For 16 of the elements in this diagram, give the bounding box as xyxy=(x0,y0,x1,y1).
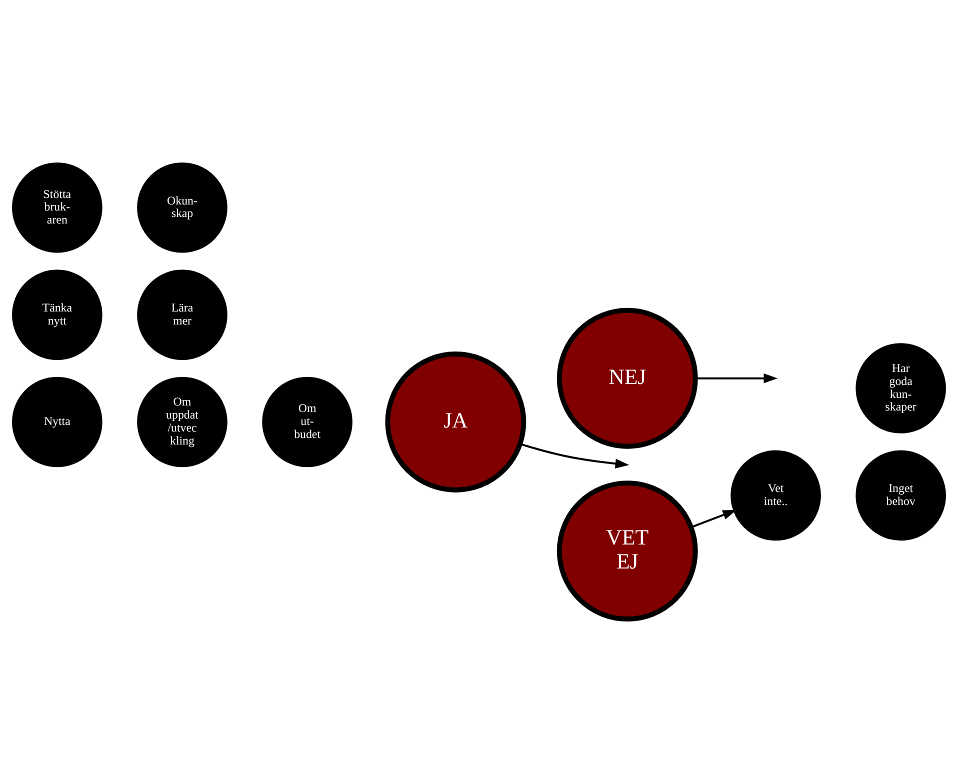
node-circle: Stötta bruk- aren xyxy=(12,162,102,252)
arrow xyxy=(520,442,630,468)
node-circle: Okun- skap xyxy=(137,162,228,252)
node-circle: NEJ xyxy=(556,307,698,448)
node-circle: Vet inte.. xyxy=(730,450,821,540)
node-circle: Tänka nytt xyxy=(12,269,102,360)
node-circle: Har goda kun- skaper xyxy=(856,342,946,433)
node-circle: Nytta xyxy=(12,376,102,467)
node-circle: Om uppdat /utvec kling xyxy=(137,376,228,467)
node-circle: Om ut- budet xyxy=(262,376,352,467)
node-circle: Lära mer xyxy=(137,269,228,360)
node-circle: Inget behov xyxy=(856,450,946,540)
arrow xyxy=(696,372,778,383)
node-circle: VET EJ xyxy=(556,480,698,622)
node-circle: JA xyxy=(385,351,526,492)
arrow xyxy=(690,509,737,528)
